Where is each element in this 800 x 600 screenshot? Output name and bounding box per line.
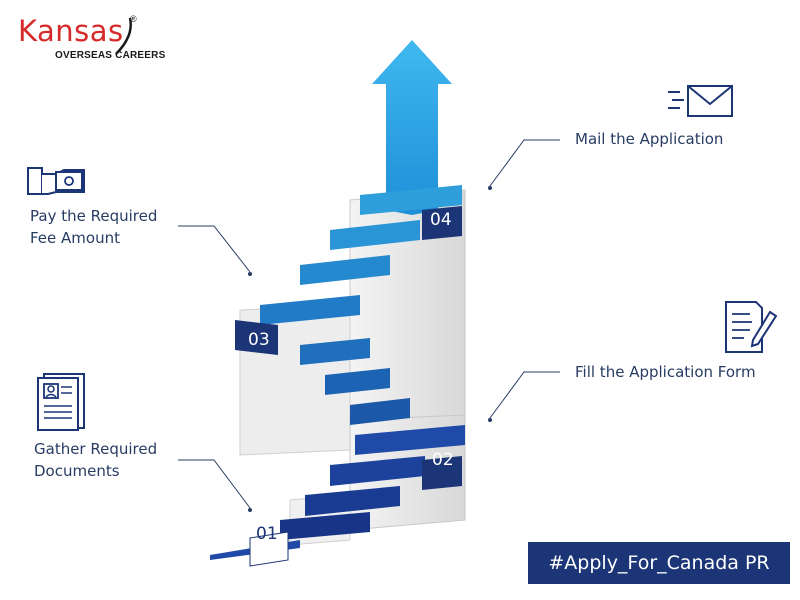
step-label-line: Mail the Application: [575, 130, 724, 148]
hand-cash-icon: [27, 167, 85, 195]
step-number-tags: [235, 206, 462, 567]
step-label-pay-fee: Pay the Required Fee Amount: [30, 205, 157, 249]
form-pen-icon: [725, 301, 778, 353]
hashtag-banner: #Apply_For_Canada PR: [528, 542, 790, 584]
mail-envelope-icon: [668, 85, 733, 117]
step-label-mail-application: Mail the Application: [575, 128, 723, 150]
logo-tagline: OVERSEAS CAREERS: [55, 50, 166, 61]
step-label-line: Fill the Application Form: [575, 363, 756, 381]
kansas-logo: Kansas ® OVERSEAS CAREERS: [18, 14, 168, 74]
logo-registered-mark: ®: [130, 14, 137, 24]
step-number-02: 02: [432, 450, 454, 470]
logo-wordmark: Kansas: [18, 14, 124, 48]
step-label-fill-form: Fill the Application Form: [575, 361, 756, 383]
staircase-illustration: [210, 40, 466, 567]
step-label-line: Pay the Required: [30, 207, 158, 225]
step-label-line: Gather Required: [34, 440, 158, 458]
step-label-line: Documents: [34, 462, 120, 480]
step-label-line: Fee Amount: [30, 229, 120, 247]
step-label-gather-documents: Gather Required Documents: [34, 438, 157, 482]
step-number-01: 01: [256, 524, 278, 544]
document-id-icon: [37, 373, 85, 431]
step-number-03: 03: [248, 330, 270, 350]
logo-swoosh-icon: [115, 17, 132, 55]
step-number-04: 04: [430, 210, 452, 230]
